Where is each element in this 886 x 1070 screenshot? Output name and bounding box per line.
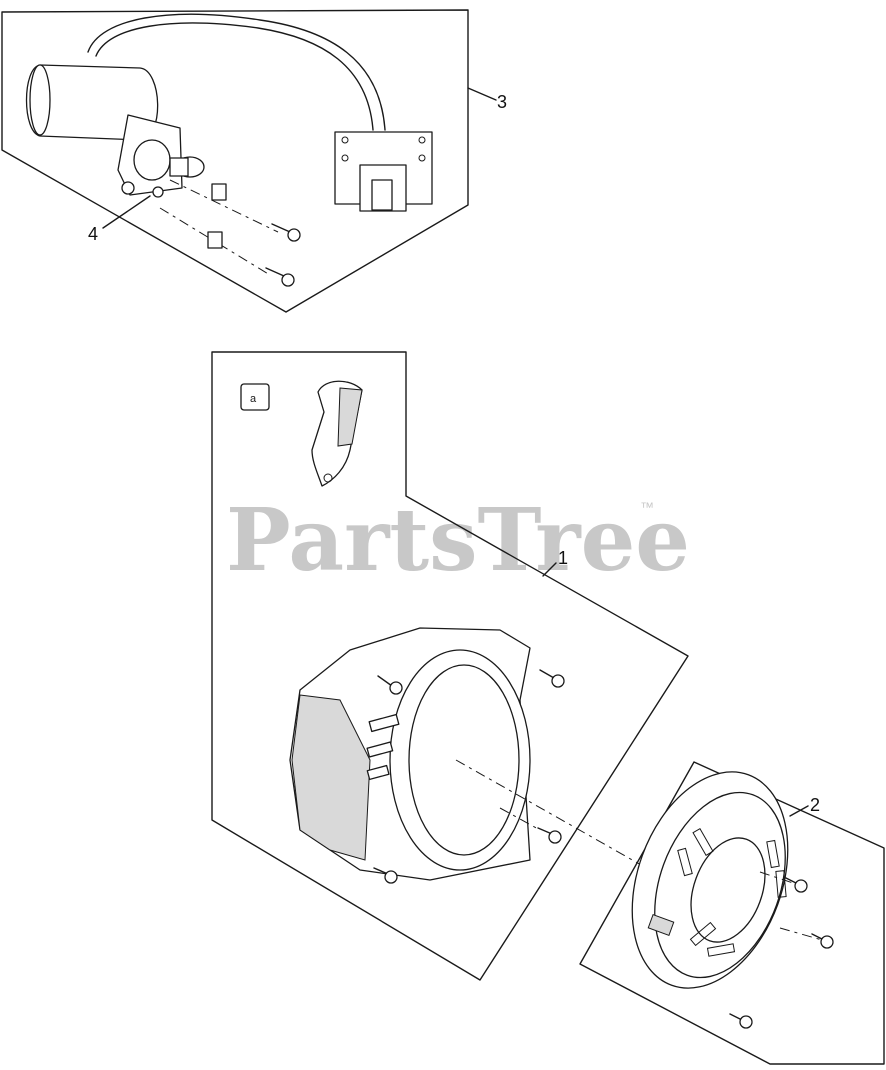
starter-assembly-group: 3 4 xyxy=(1,9,507,313)
clip-icon: a xyxy=(240,383,270,411)
starter-motor-icon xyxy=(25,64,205,198)
spacer xyxy=(211,183,227,201)
control-box-icon xyxy=(334,131,433,212)
callout-4-leader xyxy=(102,195,151,229)
axis-line xyxy=(779,927,823,941)
axis-line xyxy=(499,807,541,831)
group-frame-recoil xyxy=(579,761,885,1065)
recoil-starter-icon xyxy=(631,771,789,989)
callout-4[interactable]: 4 xyxy=(88,224,98,244)
group-frame-housing xyxy=(211,351,689,981)
axis-line xyxy=(159,207,271,276)
spacer xyxy=(207,231,223,249)
watermark-brand: PartsTree xyxy=(226,490,690,591)
callout-2[interactable]: 2 xyxy=(810,795,820,815)
axis-line xyxy=(759,871,797,885)
bolt-icon xyxy=(537,827,562,844)
svg-text:a: a xyxy=(250,393,257,405)
bracket-icon xyxy=(311,380,363,487)
callout-1-leader xyxy=(542,562,557,577)
callout-3[interactable]: 3 xyxy=(497,92,507,112)
bolt-icon xyxy=(265,267,295,287)
axis-line xyxy=(169,179,279,233)
bolt-icon xyxy=(539,669,565,688)
starter-cable-inner xyxy=(95,22,374,131)
bolt-icon xyxy=(373,867,398,884)
watermark-trademark: ™ xyxy=(640,499,654,515)
callout-2-leader xyxy=(789,805,809,817)
group-frame-starter xyxy=(1,9,469,313)
callout-3-leader xyxy=(467,87,497,101)
callout-1[interactable]: 1 xyxy=(558,548,568,568)
recoil-starter-group: 2 xyxy=(579,761,885,1065)
bolt-icon xyxy=(785,877,808,893)
starter-cable xyxy=(87,13,386,131)
bolt-icon xyxy=(271,223,301,242)
axis-line xyxy=(455,759,651,871)
bolt-icon xyxy=(811,933,834,949)
blower-housing-group: a xyxy=(211,351,689,981)
watermark: PartsTree ™ xyxy=(226,490,690,591)
bolt-icon xyxy=(377,675,403,695)
blower-housing-icon xyxy=(289,627,531,881)
bolt-icon xyxy=(729,1013,753,1029)
